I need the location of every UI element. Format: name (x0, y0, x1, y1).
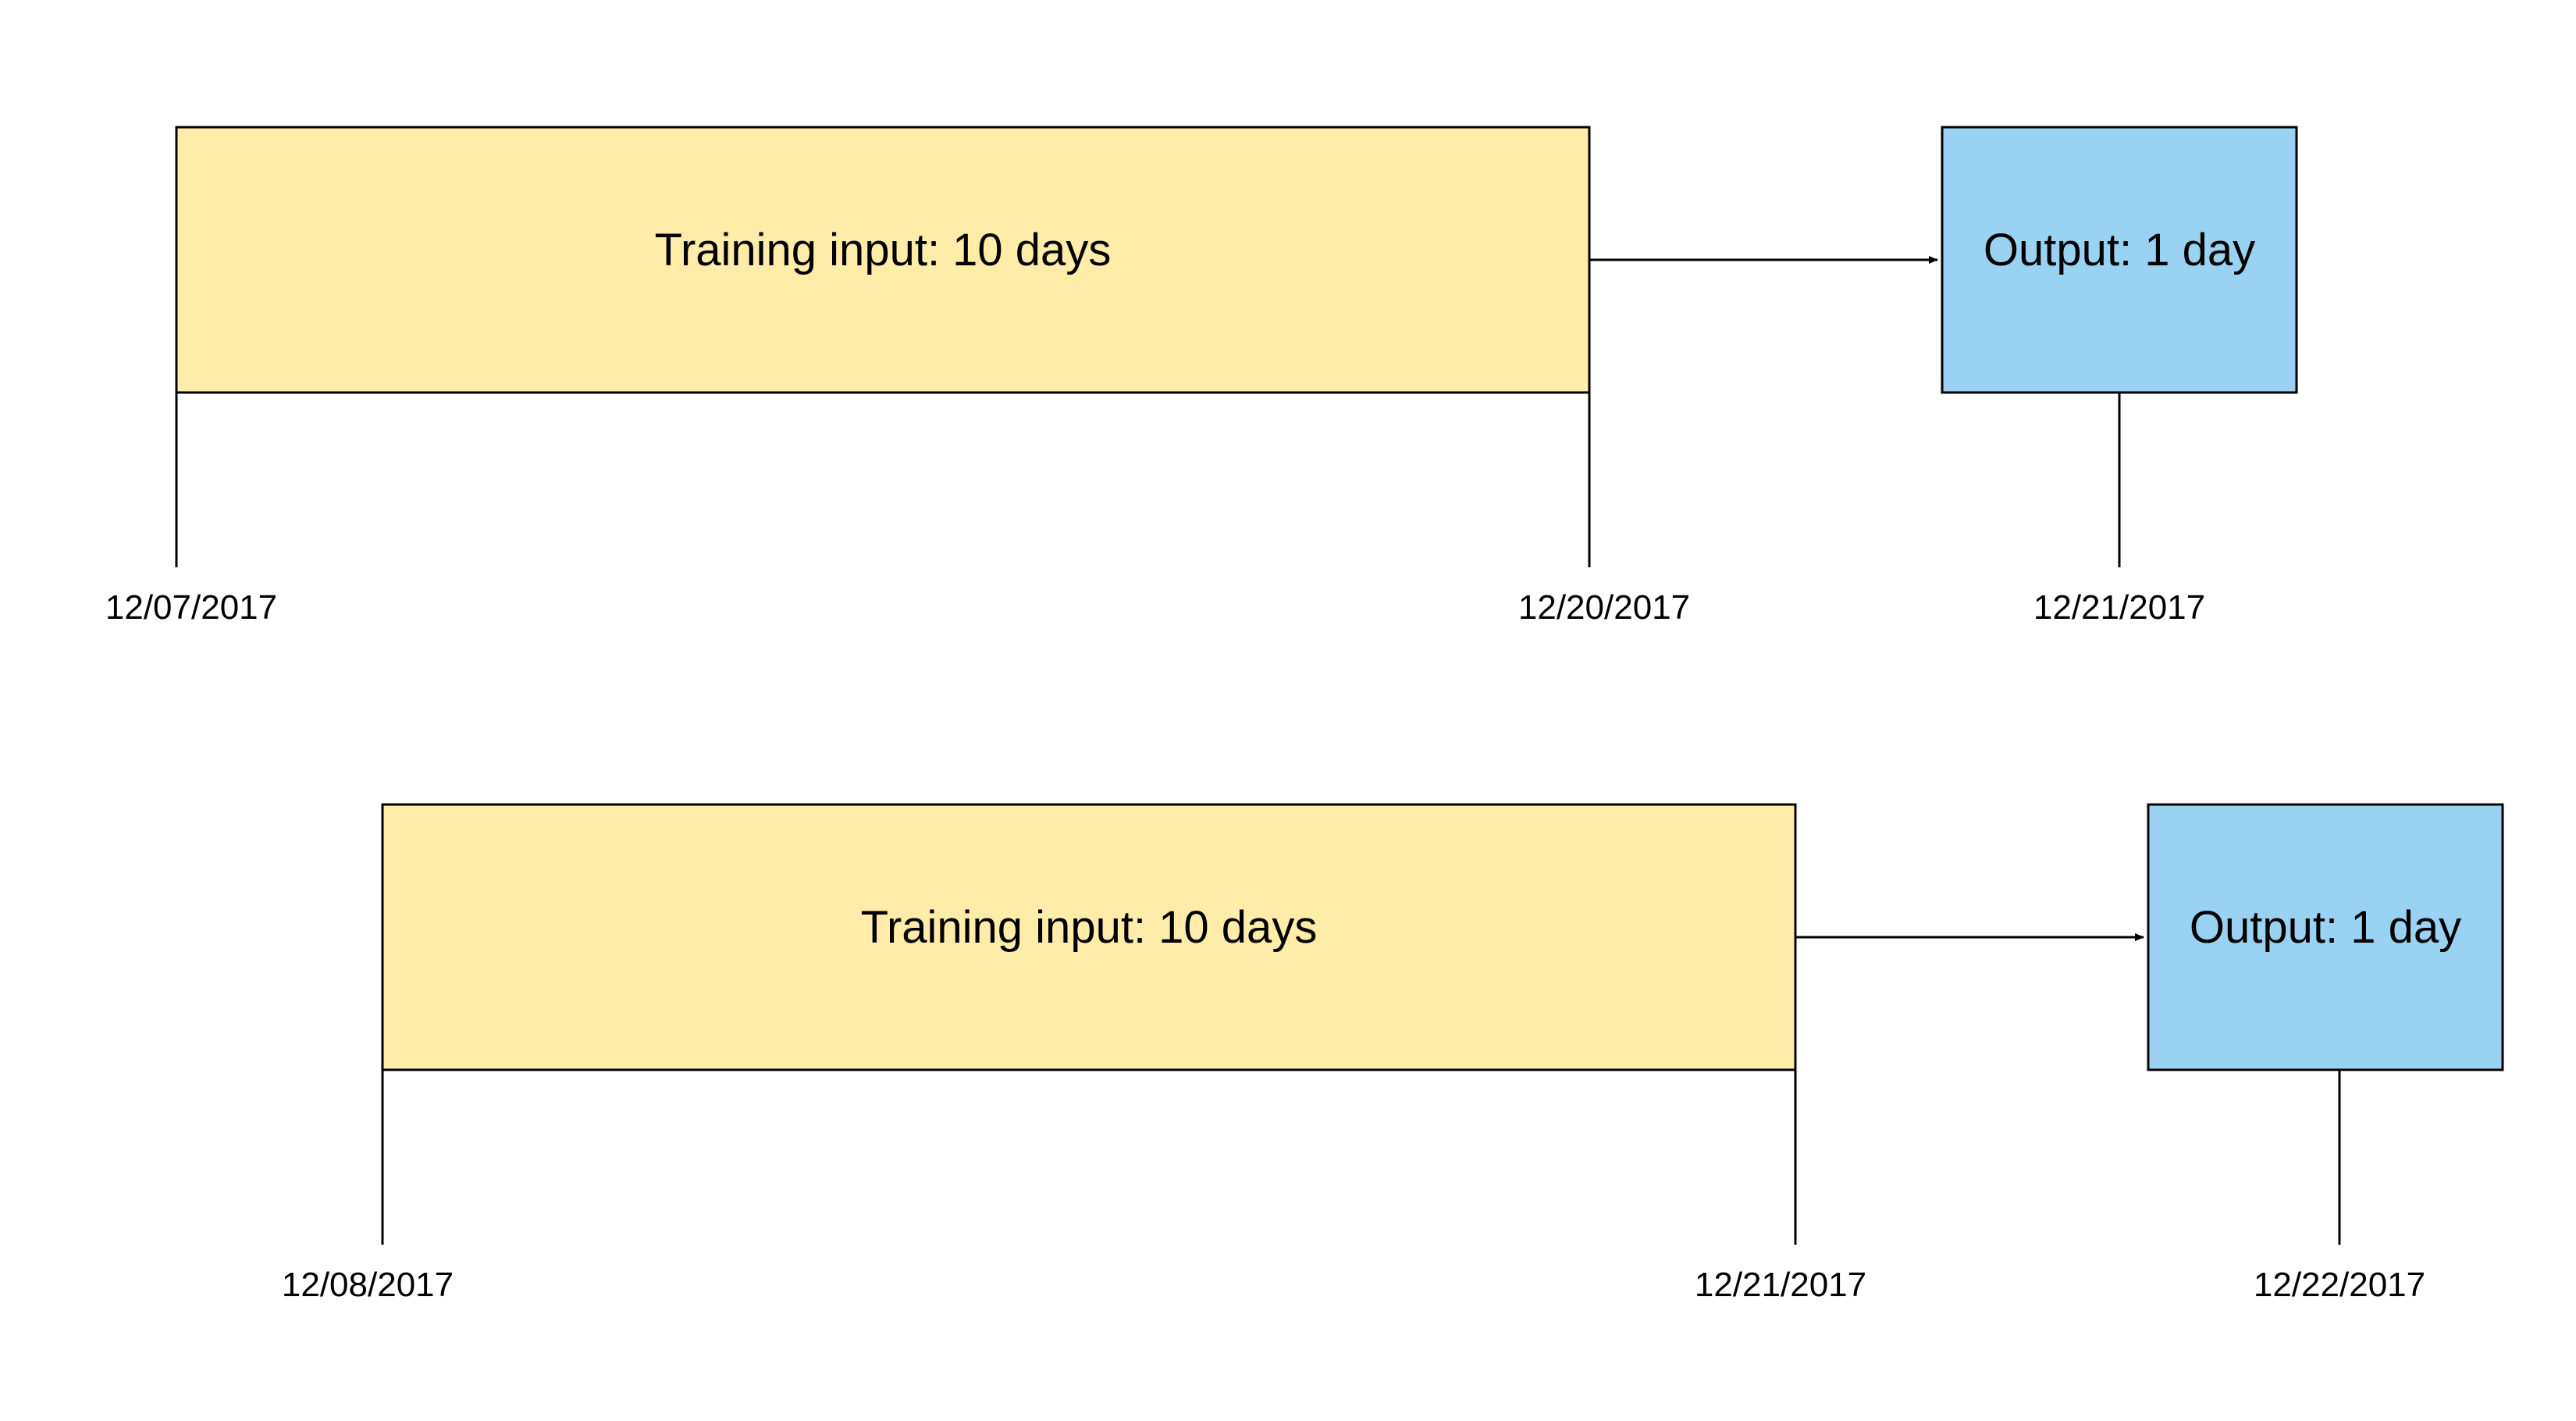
output-label: Output: 1 day (1984, 225, 2255, 275)
window-row-2: Training input: 10 days Output: 1 day 12… (282, 803, 2504, 1304)
input-start-date: 12/08/2017 (282, 1266, 454, 1304)
training-input-box (175, 126, 1591, 394)
input-end-date: 12/20/2017 (1518, 588, 1690, 627)
training-input-box (381, 803, 1797, 1071)
output-date: 12/21/2017 (2033, 588, 2205, 627)
output-label: Output: 1 day (2190, 902, 2461, 953)
window-row-1: Training input: 10 days Output: 1 day 12… (105, 126, 2298, 627)
training-input-label: Training input: 10 days (655, 225, 1112, 275)
output-box (2147, 803, 2504, 1071)
training-input-label: Training input: 10 days (861, 902, 1318, 953)
output-box (1941, 126, 2298, 394)
input-start-date: 12/07/2017 (105, 588, 277, 627)
output-date: 12/22/2017 (2254, 1266, 2425, 1304)
input-end-date: 12/21/2017 (1695, 1266, 1866, 1304)
